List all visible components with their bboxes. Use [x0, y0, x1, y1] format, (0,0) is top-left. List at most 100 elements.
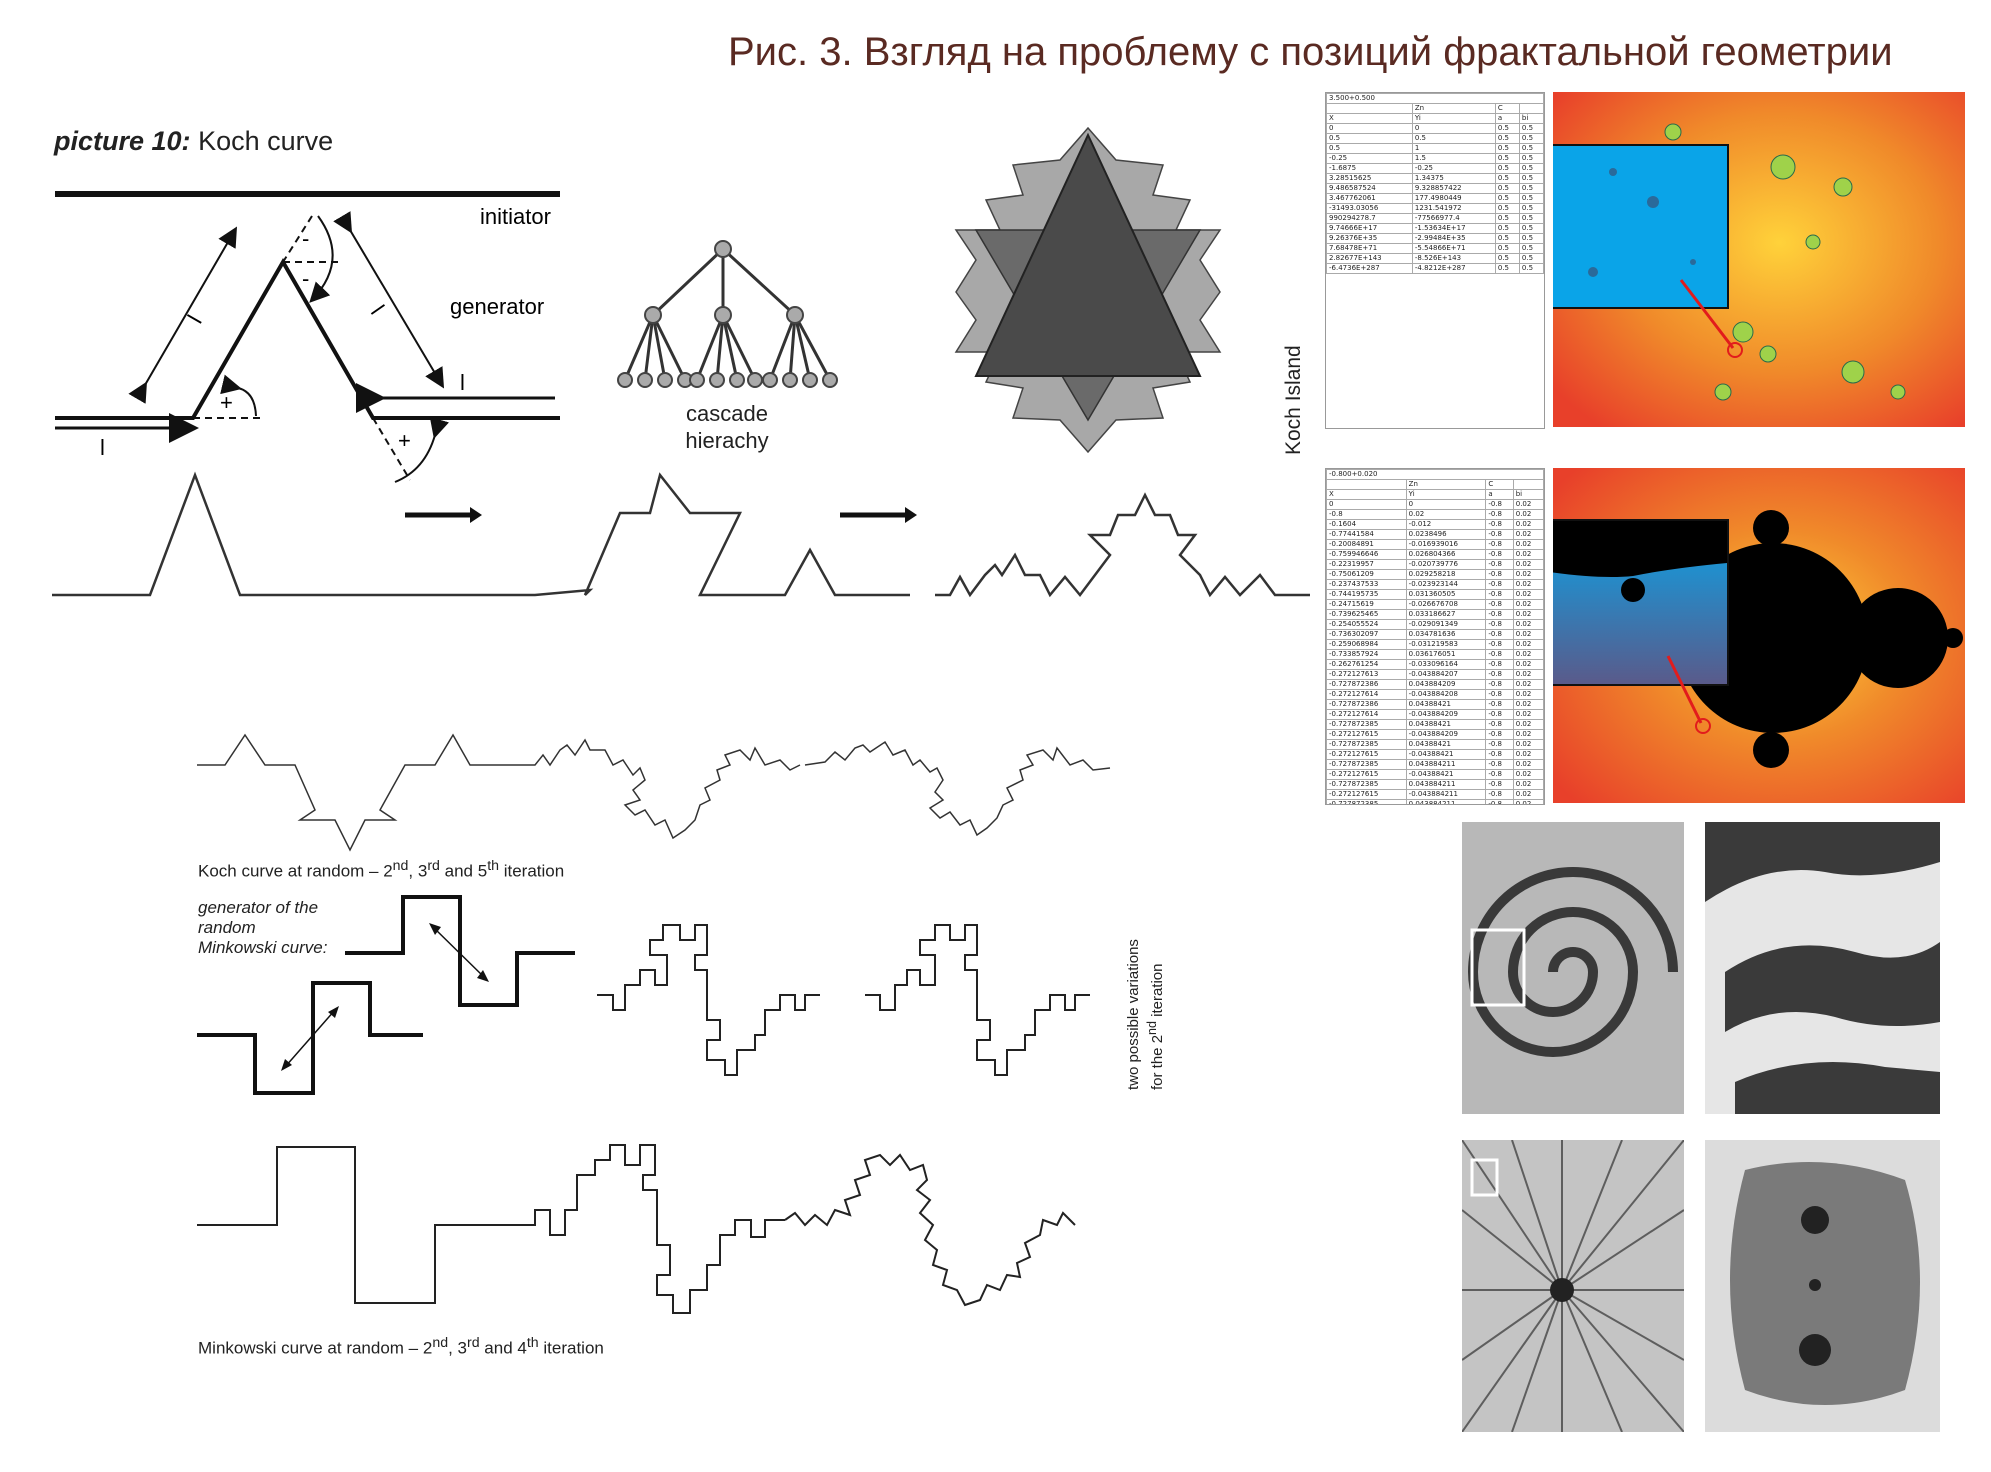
table2-cell: -0.8: [1485, 719, 1514, 730]
table2-cell: -0.727872386: [1326, 679, 1407, 690]
table2-cell: 0.02: [1512, 629, 1544, 640]
table1-cell: 1231.541972: [1411, 203, 1496, 214]
caption1-part2: , 3: [408, 861, 428, 881]
table1-cell: 0.5: [1518, 223, 1544, 234]
table1-sub-bi: bi: [1518, 113, 1544, 124]
table1-cell: 1: [1411, 143, 1496, 154]
table2-cell: -0.8: [1485, 529, 1514, 540]
table1-cell: 0.5: [1494, 213, 1520, 224]
table1-cell: 0.5: [1326, 133, 1413, 144]
table1-cell: 0: [1326, 123, 1413, 134]
caption1-part1: Koch curve at random – 2: [198, 861, 393, 881]
table2-cell: -0.744195735: [1326, 589, 1407, 600]
table2-cell: -0.736302097: [1326, 629, 1407, 640]
table2-cell: -0.8: [1485, 659, 1514, 670]
table2-cell: -0.8: [1485, 679, 1514, 690]
table2-cell: -0.77441584: [1326, 529, 1407, 540]
table1-cell: 0.5: [1494, 233, 1520, 244]
minkowski-variation-2: [865, 924, 1090, 1076]
table2-cell: -0.727872385: [1326, 779, 1407, 790]
caption2-part1: Minkowski curve at random – 2: [198, 1338, 433, 1358]
minkowski-caption: Minkowski curve at random – 2nd, 3rd and…: [198, 1335, 604, 1359]
table1-cell: 0.5: [1518, 153, 1544, 164]
table2-cell: -0.8: [1485, 649, 1514, 660]
table2-cell: -0.20084891: [1326, 539, 1407, 550]
table1-cell: 0.5: [1494, 163, 1520, 174]
table2-cell: -0.020739776: [1405, 559, 1487, 570]
length-arrow-diag-right: [333, 211, 445, 389]
table1-cell: -8.526E+143: [1411, 253, 1496, 264]
minkowski-variation-1: [597, 924, 820, 1076]
table2-cell: -0.272127613: [1326, 669, 1407, 680]
table2-cell: 0.029258218: [1405, 569, 1487, 580]
table1-cell: 0.5: [1518, 143, 1544, 154]
table2-cell: 0.02: [1512, 559, 1544, 570]
table1-cell: -0.25: [1326, 153, 1413, 164]
random-koch-2nd: [197, 733, 515, 852]
minkowski-generator-2: [197, 981, 423, 1095]
caption1-sup2: rd: [427, 858, 440, 874]
table2-cell: -0.272127614: [1326, 709, 1407, 720]
table1-cell: 0.5: [1494, 153, 1520, 164]
table1-cell: 0.5: [1518, 263, 1544, 274]
table2-cell: 0: [1326, 499, 1407, 510]
table1-cell: -1.6875: [1326, 163, 1413, 174]
minkowski-variations: [597, 924, 1090, 1076]
table1-cell: 9.26376E+35: [1326, 233, 1413, 244]
table2-cell: 0.02: [1512, 519, 1544, 530]
length-label-4: l: [100, 435, 105, 460]
table1-cell: -2.99484E+35: [1411, 233, 1496, 244]
table1-cell: 9.74666E+17: [1326, 223, 1413, 234]
koch-iteration-2: [445, 472, 910, 597]
table1-cell: 0.5: [1494, 263, 1520, 274]
table2-cell: 0.02: [1512, 579, 1544, 590]
generator-label: generator: [450, 294, 544, 319]
table1-cell: 9.328857422: [1411, 183, 1496, 194]
cascade-label-line1: cascade: [686, 401, 768, 426]
table1-cell: 990294278.7: [1326, 213, 1413, 224]
table2-cell: 0.02: [1512, 699, 1544, 710]
caption2-sup1: nd: [432, 1335, 449, 1351]
table2-cell: -0.262761254: [1326, 659, 1407, 670]
var-line1: two possible variations: [1125, 939, 1142, 1090]
table2-cell: 0.0238496: [1405, 529, 1487, 540]
table1-col-c: C: [1494, 103, 1520, 114]
table1-cell: 3.467762061: [1326, 193, 1413, 204]
table2-sub-yi: Yi: [1405, 489, 1487, 500]
table2-cell: -0.272127614: [1326, 689, 1407, 700]
koch-island-label: Koch Island: [1282, 345, 1305, 455]
table2-cell: -0.75061209: [1326, 569, 1407, 580]
table1-cell: -0.25: [1411, 163, 1496, 174]
random-koch-5th: [804, 740, 1111, 837]
table2-cell: 0.02: [1512, 659, 1544, 670]
table2-cell: -0.8: [1485, 559, 1514, 570]
table1-cell: 0.5: [1518, 123, 1544, 134]
julia-zoom-inset-1: [1553, 144, 1729, 309]
plus-sign-1: +: [220, 390, 233, 415]
table1-cell: -31493.03056: [1326, 203, 1413, 214]
koch-iteration-3: [935, 492, 1310, 598]
minkowski-generator-1: [345, 895, 575, 1007]
table1-cell: 0.5: [1494, 183, 1520, 194]
table2-cell: 0.02: [1512, 769, 1544, 780]
table2-cell: -0.22319957: [1326, 559, 1407, 570]
table2-cell: -0.8: [1485, 539, 1514, 550]
table2-cell: 0.02: [1512, 509, 1544, 520]
dashed-apex: [282, 215, 313, 263]
table2-cell: -0.8: [1485, 749, 1514, 760]
